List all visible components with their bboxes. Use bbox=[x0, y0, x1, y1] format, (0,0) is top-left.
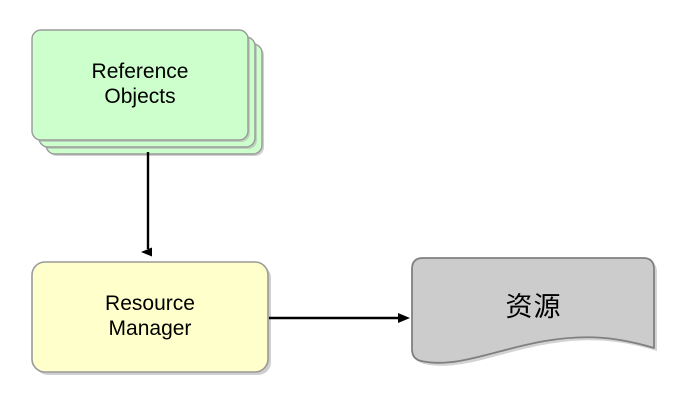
node-resource-document[interactable] bbox=[411, 257, 657, 366]
resource-manager-box bbox=[31, 261, 269, 373]
reference-objects-stack-layer-1 bbox=[31, 29, 249, 141]
node-reference-objects[interactable] bbox=[31, 29, 264, 156]
node-resource-manager[interactable] bbox=[31, 261, 271, 375]
resource-document-shape bbox=[411, 257, 655, 364]
